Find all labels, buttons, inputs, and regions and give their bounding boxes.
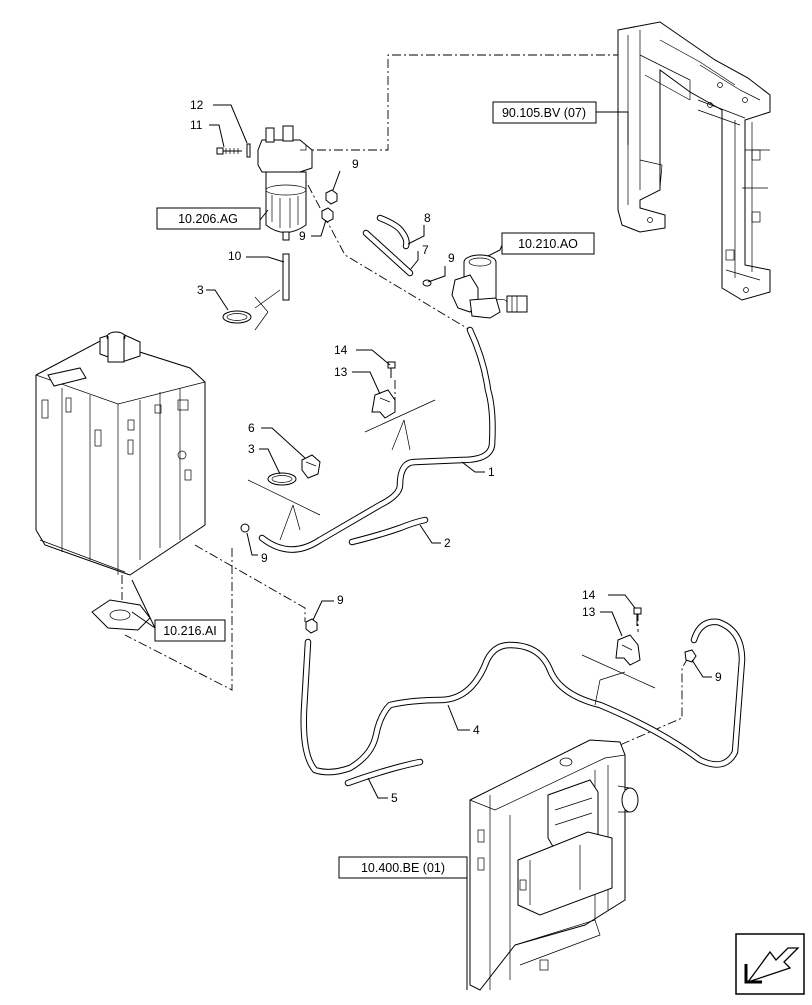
svg-text:90.105.BV (07): 90.105.BV (07)	[502, 106, 586, 120]
callout-9: 9	[299, 229, 306, 243]
clamp-3-upper	[222, 289, 281, 331]
bolt-14-upper	[387, 361, 396, 378]
callout-9: 9	[337, 593, 344, 607]
bracket-13-upper	[364, 389, 436, 451]
callout-11: 11	[190, 118, 203, 132]
cooler-assembly	[469, 739, 639, 991]
hose-5	[344, 758, 424, 787]
callout-2: 2	[444, 536, 451, 550]
callout-13: 13	[582, 605, 596, 619]
callout-numbers: 12 11 9 9 8 7 9 10 3 14 13 6 3 1 2 9 9 4…	[190, 98, 722, 805]
callout-1: 1	[488, 465, 495, 479]
svg-text:10.400.BE (01): 10.400.BE (01)	[361, 861, 445, 875]
callout-9: 9	[715, 670, 722, 684]
clamp-3-lower	[247, 472, 321, 541]
arrow-previous-icon[interactable]	[735, 933, 805, 995]
washer-12	[246, 143, 251, 158]
connection-lines	[121, 54, 689, 746]
callout-7: 7	[422, 243, 429, 257]
fitting-9-mid	[305, 618, 318, 634]
callout-9: 9	[352, 157, 359, 171]
bolt-14-lower	[633, 607, 642, 626]
callout-5: 5	[391, 791, 398, 805]
hose-7	[362, 229, 414, 277]
clamp-6	[301, 454, 321, 479]
callout-14: 14	[334, 343, 348, 357]
hose-8	[376, 214, 410, 250]
fuel-filter	[257, 125, 313, 241]
svg-text:10.206.AG: 10.206.AG	[178, 212, 238, 226]
ref-frame[interactable]: 90.105.BV (07)	[492, 101, 597, 124]
svg-text:10.210.AO: 10.210.AO	[518, 237, 578, 251]
ref-fuel-pump[interactable]: 10.210.AO	[501, 232, 595, 255]
fitting-9-tank	[240, 523, 250, 533]
pipe-10	[282, 253, 290, 301]
bracket-13-lower	[581, 634, 656, 706]
bolt-11	[216, 147, 242, 155]
callout-9: 9	[261, 551, 268, 565]
ref-cooler[interactable]: 10.400.BE (01)	[338, 856, 468, 879]
callout-3: 3	[248, 442, 255, 456]
callout-6: 6	[248, 421, 255, 435]
frame-structure	[617, 21, 771, 301]
ref-fuel-tank[interactable]: 10.216.AI	[154, 619, 226, 642]
callout-8: 8	[424, 211, 431, 225]
callout-13: 13	[334, 365, 348, 379]
reference-labels: 10.206.AG 10.210.AO 90.105.BV (07) 10.21…	[154, 101, 597, 879]
ref-fuel-filter[interactable]: 10.206.AG	[156, 207, 261, 230]
callout-14: 14	[582, 588, 596, 602]
hose-1	[258, 326, 496, 553]
fitting-9-filter	[321, 189, 338, 223]
fitting-9-cooler	[684, 649, 697, 663]
tank-flange	[91, 599, 151, 631]
hose-2	[348, 516, 429, 546]
callout-9: 9	[448, 251, 455, 265]
callout-4: 4	[473, 723, 480, 737]
callout-10: 10	[228, 249, 242, 263]
hose-4	[300, 618, 746, 776]
fuel-tank	[35, 331, 206, 576]
callout-3: 3	[197, 283, 204, 297]
fuel-pump	[451, 254, 528, 319]
callout-12: 12	[190, 98, 204, 112]
svg-text:10.216.AI: 10.216.AI	[163, 624, 217, 638]
